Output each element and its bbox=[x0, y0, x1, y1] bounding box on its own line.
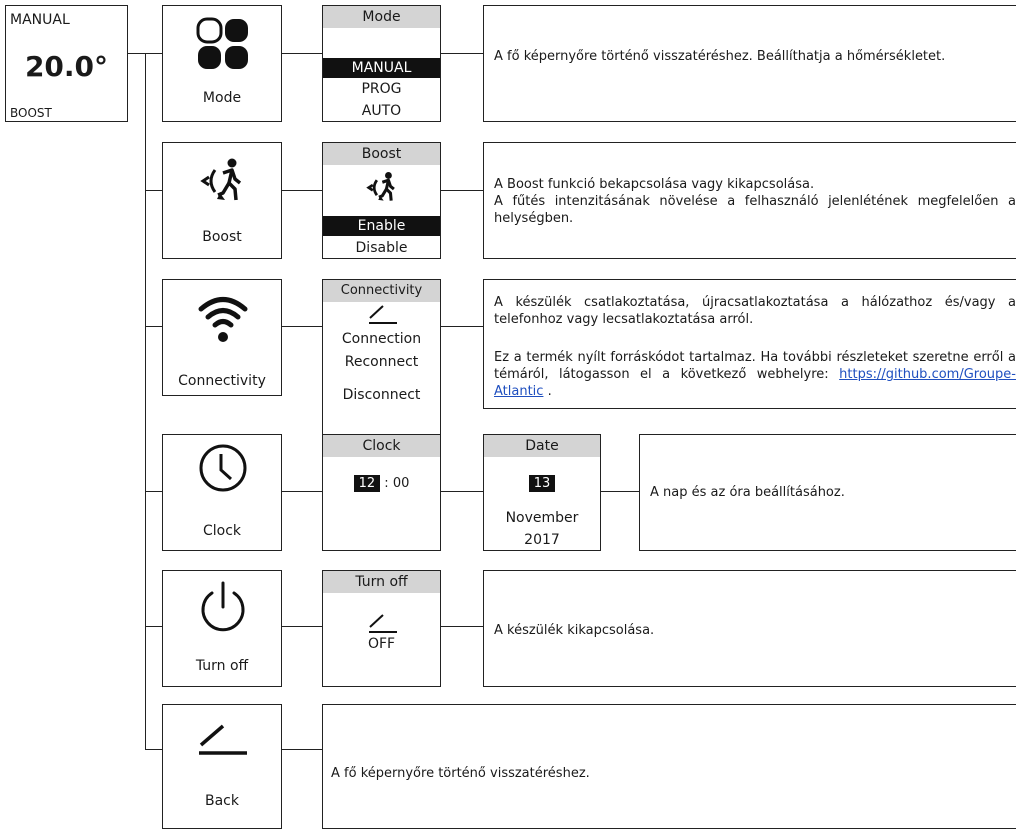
description-back: A fő képernyőre történő visszatéréshez. bbox=[322, 704, 1016, 829]
menu-item-label: Clock bbox=[202, 523, 242, 539]
clock-time: 12 : 00 bbox=[323, 475, 440, 492]
submenu-boost: Boost Enable Disable bbox=[322, 142, 441, 259]
main-temperature: 20.0° bbox=[24, 50, 109, 83]
clock-icon bbox=[199, 444, 247, 492]
date-day-wrap: 13 bbox=[484, 475, 600, 492]
submenu-connectivity: Connectivity Connection Reconnect Discon… bbox=[322, 279, 441, 435]
description-connectivity: A készülék csatlakoztatása, újracsatlako… bbox=[483, 279, 1016, 409]
option-manual[interactable]: MANUAL bbox=[323, 58, 440, 78]
option-reconnect[interactable]: Reconnect bbox=[344, 354, 419, 370]
description-text: A Boost funkció bekapcsolása vagy kikapc… bbox=[494, 177, 815, 192]
boost-icon bbox=[366, 172, 395, 201]
submenu-title: Date bbox=[484, 435, 600, 457]
menu-item-label: Turn off bbox=[195, 658, 249, 674]
submenu-title: Mode bbox=[323, 6, 440, 28]
description-text: A készülék kikapcsolása. bbox=[494, 623, 655, 638]
description-mode: A fő képernyőre történő visszatéréshez. … bbox=[483, 5, 1016, 122]
menu-item-connectivity[interactable]: Connectivity bbox=[162, 279, 282, 396]
clock-minute[interactable]: 00 bbox=[392, 476, 410, 491]
clock-hour[interactable]: 12 bbox=[353, 475, 381, 492]
description-text: A fő képernyőre történő visszatéréshez. … bbox=[494, 49, 946, 64]
submenu-turn-off: Turn off OFF bbox=[322, 570, 441, 687]
main-mode-label: MANUAL bbox=[10, 12, 70, 28]
option-connection[interactable]: Connection bbox=[341, 331, 422, 347]
description-text: Ez a termék nyílt forráskódot tartalmaz.… bbox=[494, 350, 1016, 399]
github-link[interactable]: https://github.com/Groupe-Atlantic bbox=[494, 367, 1016, 399]
option-prog[interactable]: PROG bbox=[361, 81, 402, 97]
menu-item-label: Mode bbox=[202, 90, 242, 106]
back-arrow-icon bbox=[199, 724, 247, 755]
description-clock: A nap és az óra beállításához. bbox=[639, 434, 1016, 551]
submenu-mode: Mode MANUAL PROG AUTO bbox=[322, 5, 441, 122]
menu-item-label: Connectivity bbox=[178, 373, 266, 389]
back-arrow-icon bbox=[369, 614, 397, 633]
submenu-date: Date 13 November 2017 bbox=[483, 434, 601, 551]
mode-icon bbox=[196, 17, 248, 69]
main-boost-label: BOOST bbox=[10, 106, 52, 120]
date-year[interactable]: 2017 bbox=[524, 532, 560, 548]
main-screen: MANUAL 20.0° BOOST bbox=[5, 5, 128, 122]
option-disable[interactable]: Disable bbox=[355, 240, 408, 256]
description-turn-off: A készülék kikapcsolása. bbox=[483, 570, 1016, 687]
menu-item-label: Boost bbox=[202, 229, 242, 245]
menu-item-turn-off[interactable]: Turn off bbox=[162, 570, 282, 687]
wifi-icon bbox=[198, 297, 248, 342]
option-auto[interactable]: AUTO bbox=[361, 103, 402, 119]
submenu-clock: Clock 12 : 00 bbox=[322, 434, 441, 551]
description-text: A nap és az óra beállításához. bbox=[650, 485, 845, 500]
description-text: A fűtés intenzitásának növelése a felhas… bbox=[494, 194, 1016, 226]
menu-item-back[interactable]: Back bbox=[162, 704, 282, 829]
boost-icon bbox=[200, 158, 242, 201]
submenu-title: Clock bbox=[323, 435, 440, 457]
date-day[interactable]: 13 bbox=[528, 475, 556, 492]
menu-item-clock[interactable]: Clock bbox=[162, 434, 282, 551]
menu-item-label: Back bbox=[205, 793, 239, 809]
submenu-title: Connectivity bbox=[323, 280, 440, 302]
date-month[interactable]: November bbox=[505, 510, 579, 526]
submenu-title: Turn off bbox=[323, 571, 440, 593]
submenu-title: Boost bbox=[323, 143, 440, 165]
back-arrow-icon bbox=[369, 305, 397, 324]
description-boost: A Boost funkció bekapcsolása vagy kikapc… bbox=[483, 142, 1016, 259]
menu-item-boost[interactable]: Boost bbox=[162, 142, 282, 259]
power-icon bbox=[201, 581, 245, 632]
description-text: A készülék csatlakoztatása, újracsatlako… bbox=[494, 295, 1016, 327]
menu-item-mode[interactable]: Mode bbox=[162, 5, 282, 122]
option-off[interactable]: OFF bbox=[367, 636, 396, 652]
description-text: A fő képernyőre történő visszatéréshez. bbox=[331, 766, 590, 781]
option-disconnect[interactable]: Disconnect bbox=[342, 387, 421, 403]
option-enable[interactable]: Enable bbox=[323, 216, 440, 236]
